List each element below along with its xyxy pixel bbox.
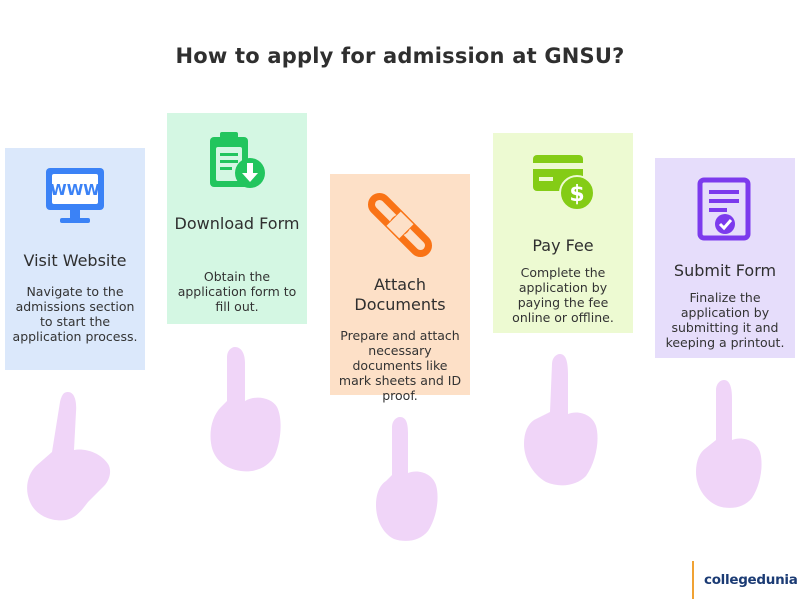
step-card-attach-documents: Attach Documents Prepare and attach nece…: [330, 174, 470, 403]
page-title: How to apply for admission at GNSU?: [175, 44, 625, 68]
pointing-hand-icon: [376, 417, 438, 541]
pointing-hand-icon: [524, 354, 598, 486]
submit-form-icon: [655, 176, 795, 242]
step-title: Download Form: [174, 214, 300, 233]
step-card-visit-website: WWW Visit Website Navigate to the admiss…: [5, 148, 145, 370]
step-description: Prepare and attach necessary documents l…: [338, 328, 462, 403]
step-title: Attach Documents: [354, 275, 446, 314]
pointing-hand-icon: [696, 380, 762, 508]
step-card-download-form: Download Form Obtain the application for…: [167, 113, 307, 324]
website-icon: WWW: [5, 164, 145, 228]
attach-clip-icon: [330, 190, 470, 260]
download-form-icon: [167, 129, 307, 193]
step-title: Submit Form: [673, 261, 777, 280]
svg-text:$: $: [569, 182, 584, 207]
website-icon-text: WWW: [50, 181, 100, 199]
pointing-hand-icon: [27, 392, 111, 521]
step-description: Complete the application by paying the f…: [512, 265, 614, 325]
pointing-hand-icon: [210, 347, 281, 472]
collegedunia-logo: collegedunia: [692, 561, 798, 599]
step-title: Pay Fee: [532, 236, 594, 255]
step-card-pay-fee: $ Pay Fee Complete the application by pa…: [493, 133, 633, 333]
step-card-submit-form: Submit Form Finalize the application by …: [655, 158, 795, 358]
step-description: Finalize the application by submitting i…: [665, 290, 785, 350]
logo-text: collegedunia: [704, 572, 798, 588]
step-description: Navigate to the admissions section to st…: [12, 284, 138, 344]
step-title: Visit Website: [23, 251, 127, 270]
step-description: Obtain the application form to fill out.: [177, 269, 297, 314]
payment-card-icon: $: [493, 149, 633, 215]
